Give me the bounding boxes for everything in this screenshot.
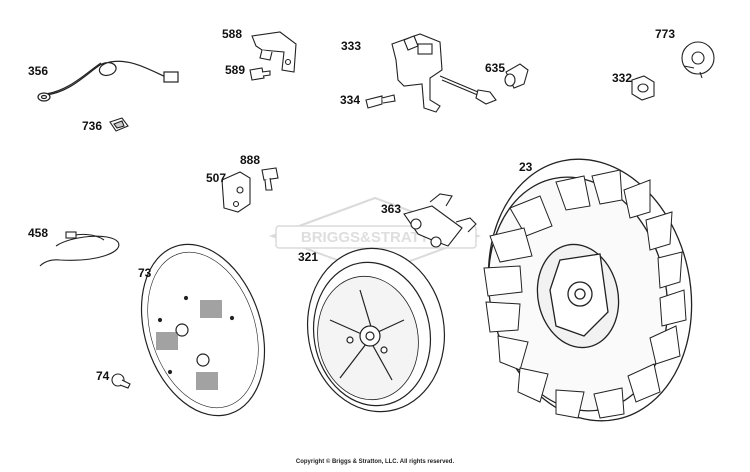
- part-458-wire-harness: [39, 231, 120, 267]
- part-507-bracket: [221, 171, 251, 213]
- callout-736: 736: [82, 119, 103, 133]
- part-73-rotating-screen: [140, 243, 266, 417]
- callout-23: 23: [519, 160, 533, 174]
- part-356-ground-wire: [37, 60, 179, 102]
- callout-635: 635: [485, 61, 506, 75]
- part-589-screw: [249, 67, 271, 81]
- part-773-lock-washer: [681, 41, 715, 79]
- callout-332: 332: [612, 71, 633, 85]
- watermark-text: BRIGGS&STRATTON: [301, 229, 451, 246]
- part-321-fan-retainer: [306, 247, 446, 413]
- copyright-notice: Copyright © Briggs & Stratton, LLC. All …: [295, 459, 455, 465]
- part-332-nut: [631, 75, 655, 101]
- callout-773: 773: [655, 27, 676, 41]
- callout-363: 363: [381, 202, 402, 216]
- callout-507: 507: [206, 171, 227, 185]
- callout-458: 458: [28, 226, 49, 240]
- callout-888: 888: [240, 153, 261, 167]
- callout-356: 356: [28, 64, 49, 78]
- flywheel-fins: [483, 169, 687, 419]
- part-23-flywheel: [483, 158, 693, 422]
- part-363-spacer-studs: [403, 193, 477, 248]
- part-588-bracket: [251, 31, 297, 73]
- callout-73: 73: [138, 266, 152, 280]
- callout-334: 334: [340, 93, 361, 107]
- callout-321: 321: [298, 250, 319, 264]
- callout-588: 588: [222, 27, 243, 41]
- callout-333: 333: [341, 39, 362, 53]
- part-888-bolt: [261, 167, 279, 191]
- part-635-spark-plug-boot: [504, 63, 529, 89]
- screen-perforations: [156, 300, 222, 390]
- callout-589: 589: [225, 63, 246, 77]
- part-736-clip: [109, 117, 129, 132]
- part-74-screw: [111, 373, 131, 389]
- part-334-screw: [365, 94, 396, 109]
- callout-74: 74: [96, 369, 110, 383]
- part-333-ignition-armature: [391, 33, 497, 113]
